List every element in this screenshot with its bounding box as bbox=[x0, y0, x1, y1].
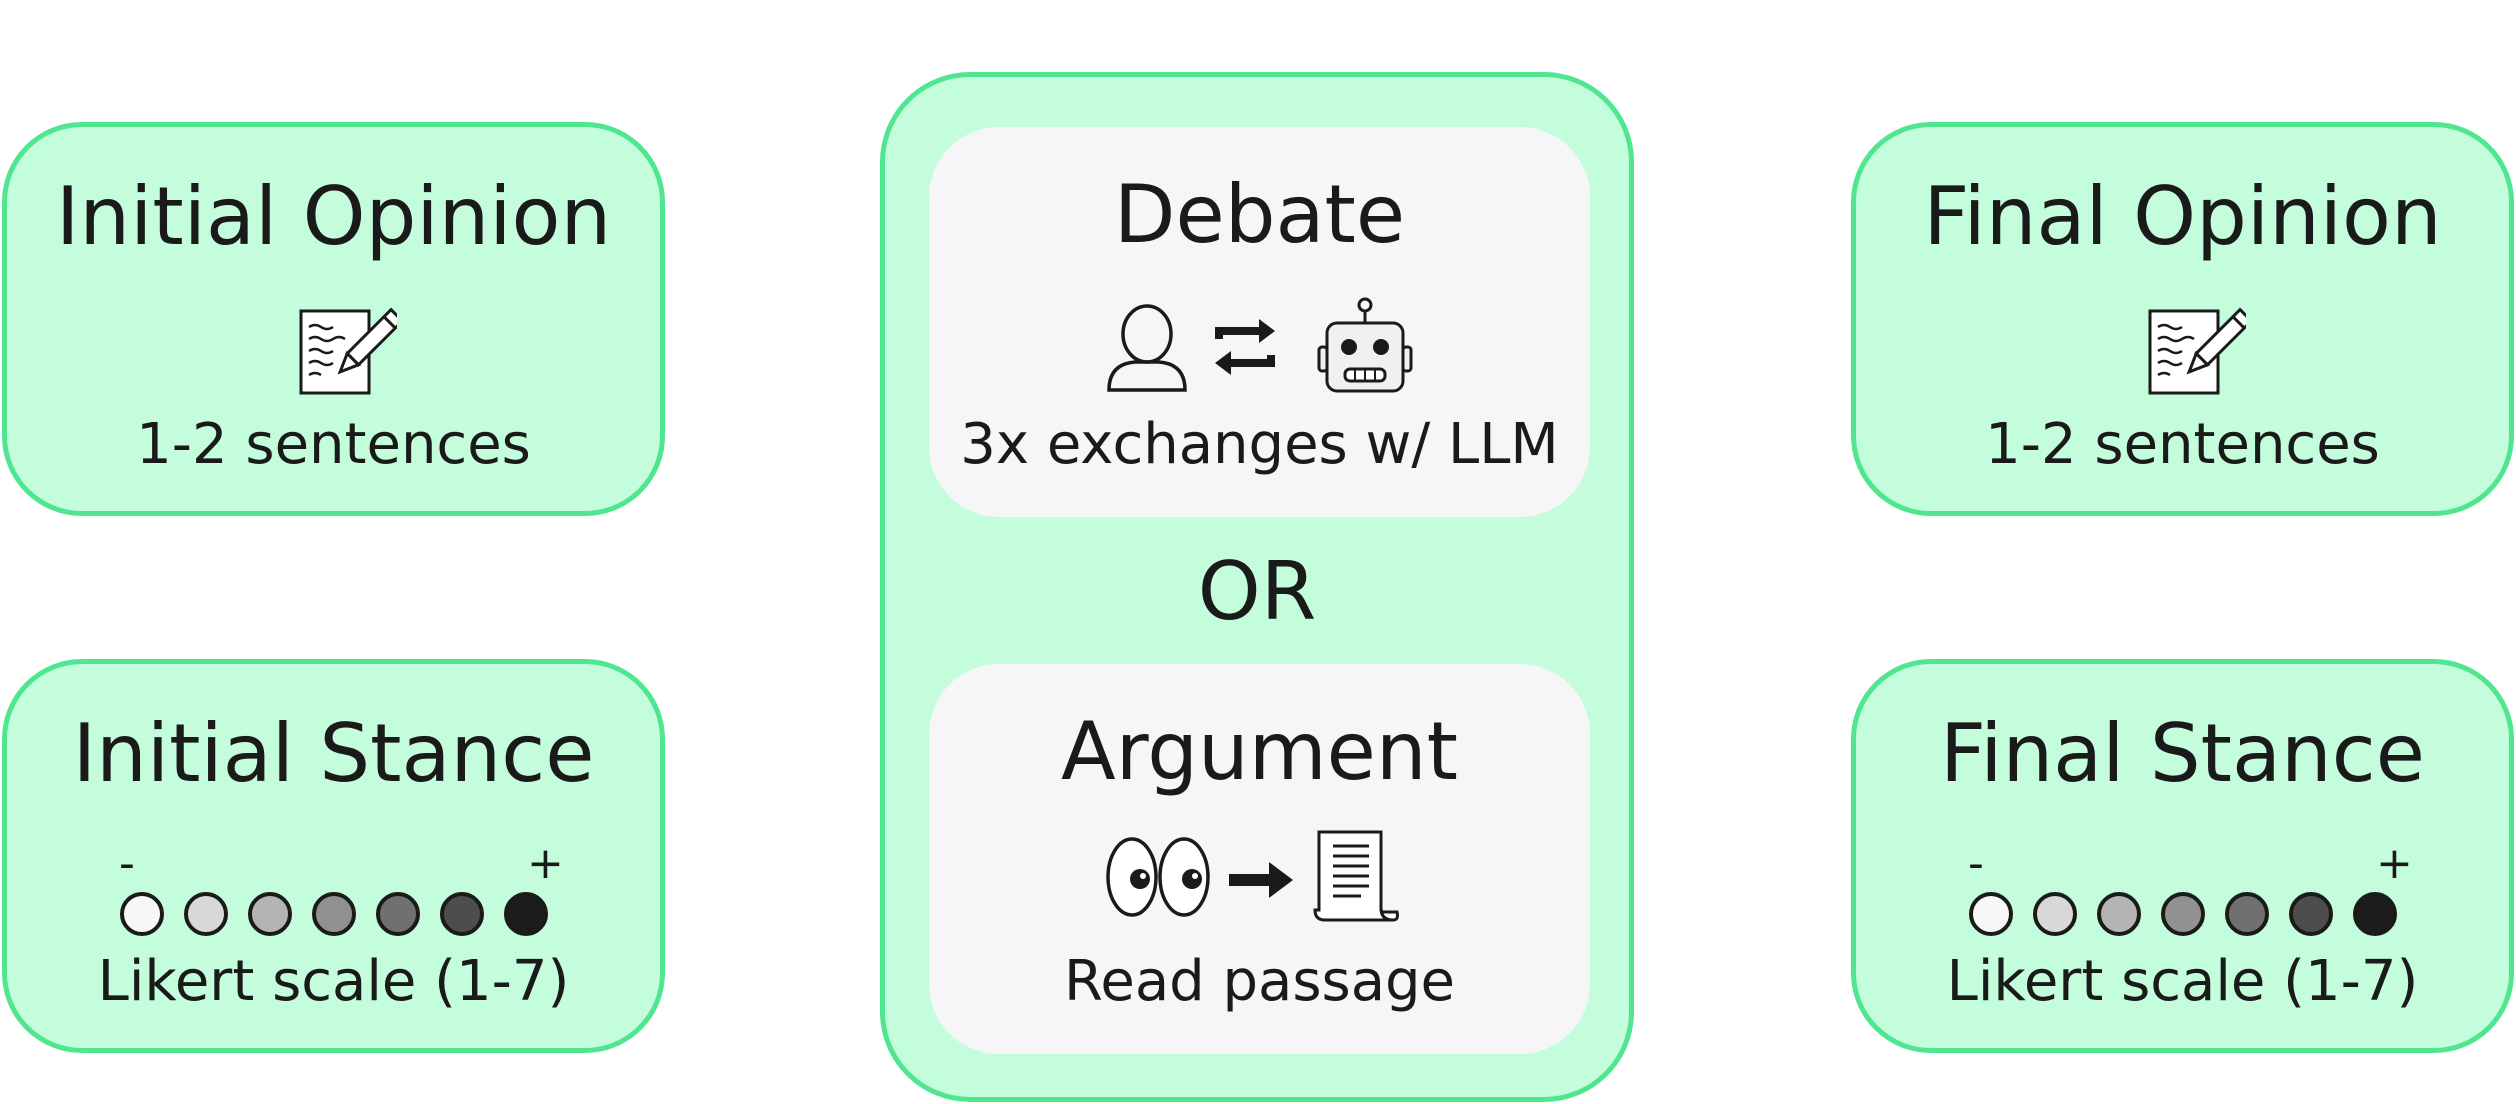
final-stance-card: Final Stance - + Likert scale (1-7) bbox=[1851, 659, 2514, 1053]
person-icon bbox=[1107, 304, 1187, 392]
likert-dot-3 bbox=[247, 892, 292, 936]
eyes-icon bbox=[1106, 837, 1210, 917]
initial-opinion-card: Initial Opinion 1-2 sentences bbox=[2, 122, 665, 516]
initial-stance-title: Initial Stance bbox=[72, 707, 595, 800]
likert-dot-3 bbox=[2096, 892, 2141, 936]
final-opinion-subtitle: 1-2 sentences bbox=[1985, 412, 2380, 477]
right-arrow-icon bbox=[1229, 862, 1293, 898]
final-opinion-title: Final Opinion bbox=[1923, 170, 2442, 263]
likert-dot-7 bbox=[503, 892, 548, 936]
likert-dot-4 bbox=[2160, 892, 2205, 936]
argument-panel: Argument Read passage bbox=[929, 664, 1590, 1054]
argument-subtitle: Read passage bbox=[1063, 949, 1456, 1014]
likert-dot-2 bbox=[183, 892, 228, 936]
minus-sign: - bbox=[1968, 838, 1984, 889]
likert-dot-2 bbox=[2032, 892, 2077, 936]
memo-pencil-icon bbox=[299, 307, 397, 395]
minus-sign: - bbox=[119, 838, 135, 889]
likert-dot-6 bbox=[439, 892, 484, 936]
document-scroll-icon bbox=[1313, 830, 1399, 922]
initial-stance-subtitle: Likert scale (1-7) bbox=[97, 949, 570, 1014]
intervention-card: Debate 3x exchanges w/ LLM OR Arg bbox=[880, 72, 1634, 1102]
initial-opinion-title: Initial Opinion bbox=[55, 170, 612, 263]
likert-dot-7 bbox=[2352, 892, 2397, 936]
debate-title: Debate bbox=[1113, 168, 1406, 261]
initial-stance-card: Initial Stance - + Likert scale (1-7) bbox=[2, 659, 665, 1053]
debate-panel: Debate 3x exchanges w/ LLM bbox=[929, 127, 1590, 517]
likert-dots bbox=[7, 892, 660, 936]
likert-dot-1 bbox=[119, 892, 164, 936]
debate-subtitle: 3x exchanges w/ LLM bbox=[960, 412, 1559, 477]
exchange-arrows-icon bbox=[1215, 319, 1275, 375]
likert-dot-6 bbox=[2288, 892, 2333, 936]
final-stance-subtitle: Likert scale (1-7) bbox=[1946, 949, 2419, 1014]
argument-title: Argument bbox=[1061, 705, 1458, 798]
final-opinion-card: Final Opinion 1-2 sentences bbox=[1851, 122, 2514, 516]
or-label: OR bbox=[1197, 545, 1317, 638]
plus-sign: + bbox=[2376, 838, 2413, 889]
likert-dot-4 bbox=[311, 892, 356, 936]
likert-dots bbox=[1856, 892, 2509, 936]
likert-scale: - + bbox=[7, 842, 660, 952]
initial-opinion-subtitle: 1-2 sentences bbox=[136, 412, 531, 477]
plus-sign: + bbox=[527, 838, 564, 889]
likert-dot-5 bbox=[375, 892, 420, 936]
likert-scale: - + bbox=[1856, 842, 2509, 952]
robot-icon bbox=[1317, 297, 1413, 393]
likert-dot-1 bbox=[1968, 892, 2013, 936]
likert-dot-5 bbox=[2224, 892, 2269, 936]
final-stance-title: Final Stance bbox=[1940, 707, 2425, 800]
memo-pencil-icon bbox=[2148, 307, 2246, 395]
